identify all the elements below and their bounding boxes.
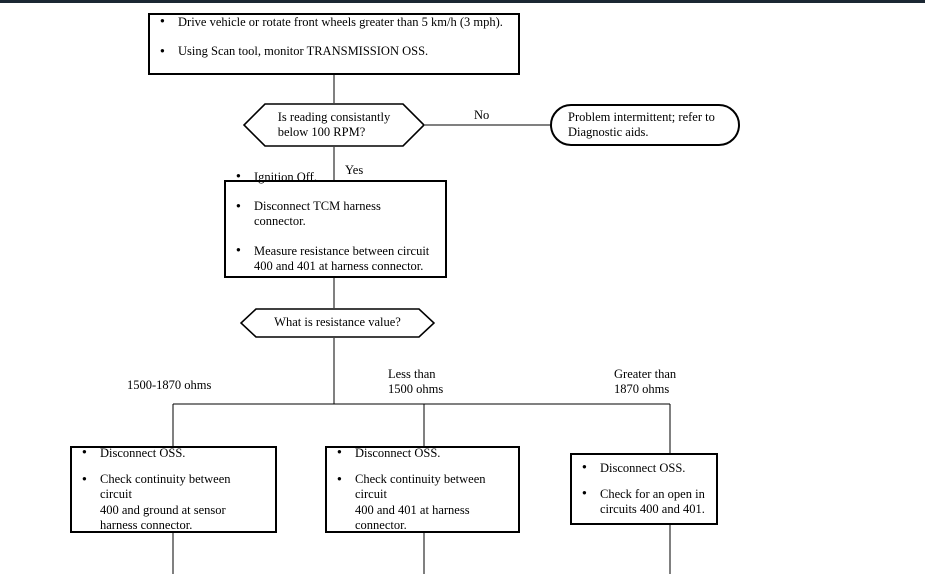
edge-label-no: No	[474, 108, 490, 122]
start-box: Drive vehicle or rotate front wheels gre…	[148, 13, 520, 75]
branch-left-item-2: Check continuity between circuit 400 and…	[80, 472, 265, 533]
edge-label-yes: Yes	[345, 163, 364, 177]
branch-left-item-1: Disconnect OSS.	[80, 445, 265, 461]
measure-box-item-2: Disconnect TCM harness connector.	[234, 199, 435, 230]
decision-rpm: Is reading consistantly below 100 RPM?	[243, 103, 425, 147]
decision-resistance-label: What is resistance value?	[274, 315, 401, 330]
edge-label-branch-left: 1500-1870 ohms	[127, 378, 212, 392]
branch-right-bullets: Disconnect OSS. Check for an open in cir…	[580, 460, 706, 518]
hexagon-shape-rpm	[243, 103, 425, 147]
decision-resistance: What is resistance value?	[240, 308, 435, 338]
branch-right-item-1: Disconnect OSS.	[580, 460, 706, 476]
branch-mid-bullets: Disconnect OSS. Check continuity between…	[335, 445, 508, 533]
edge-label-branch-right: Greater than 1870 ohms	[614, 367, 677, 397]
start-box-item-2: Using Scan tool, monitor TRANSMISSION OS…	[158, 43, 508, 59]
branch-left-bullets: Disconnect OSS. Check continuity between…	[80, 445, 265, 533]
terminator-intermittent-label: Problem intermittent; refer to Diagnosti…	[568, 109, 715, 140]
branch-right-box: Disconnect OSS. Check for an open in cir…	[570, 453, 718, 525]
branch-mid-box: Disconnect OSS. Check continuity between…	[325, 445, 520, 533]
branch-right-item-2: Check for an open in circuits 400 and 40…	[580, 486, 706, 518]
branch-left-box: Disconnect OSS. Check continuity between…	[70, 445, 277, 533]
edge-label-branch-mid: Less than 1500 ohms	[388, 367, 444, 397]
measure-box-bullets: Ignition Off. Disconnect TCM harness con…	[234, 169, 435, 288]
hexagon-shape-resistance	[240, 308, 435, 338]
branch-mid-item-2: Check continuity between circuit 400 and…	[335, 472, 508, 533]
terminator-intermittent: Problem intermittent; refer to Diagnosti…	[550, 104, 740, 146]
branch-mid-item-1: Disconnect OSS.	[335, 445, 508, 461]
decision-rpm-label: Is reading consistantly below 100 RPM?	[277, 109, 391, 140]
measure-box: Ignition Off. Disconnect TCM harness con…	[224, 169, 447, 278]
start-box-bullets: Drive vehicle or rotate front wheels gre…	[158, 14, 508, 74]
start-box-item-1: Drive vehicle or rotate front wheels gre…	[158, 14, 508, 30]
measure-box-item-1: Ignition Off.	[234, 169, 435, 185]
measure-box-item-3: Measure resistance between circuit 400 a…	[234, 243, 435, 275]
